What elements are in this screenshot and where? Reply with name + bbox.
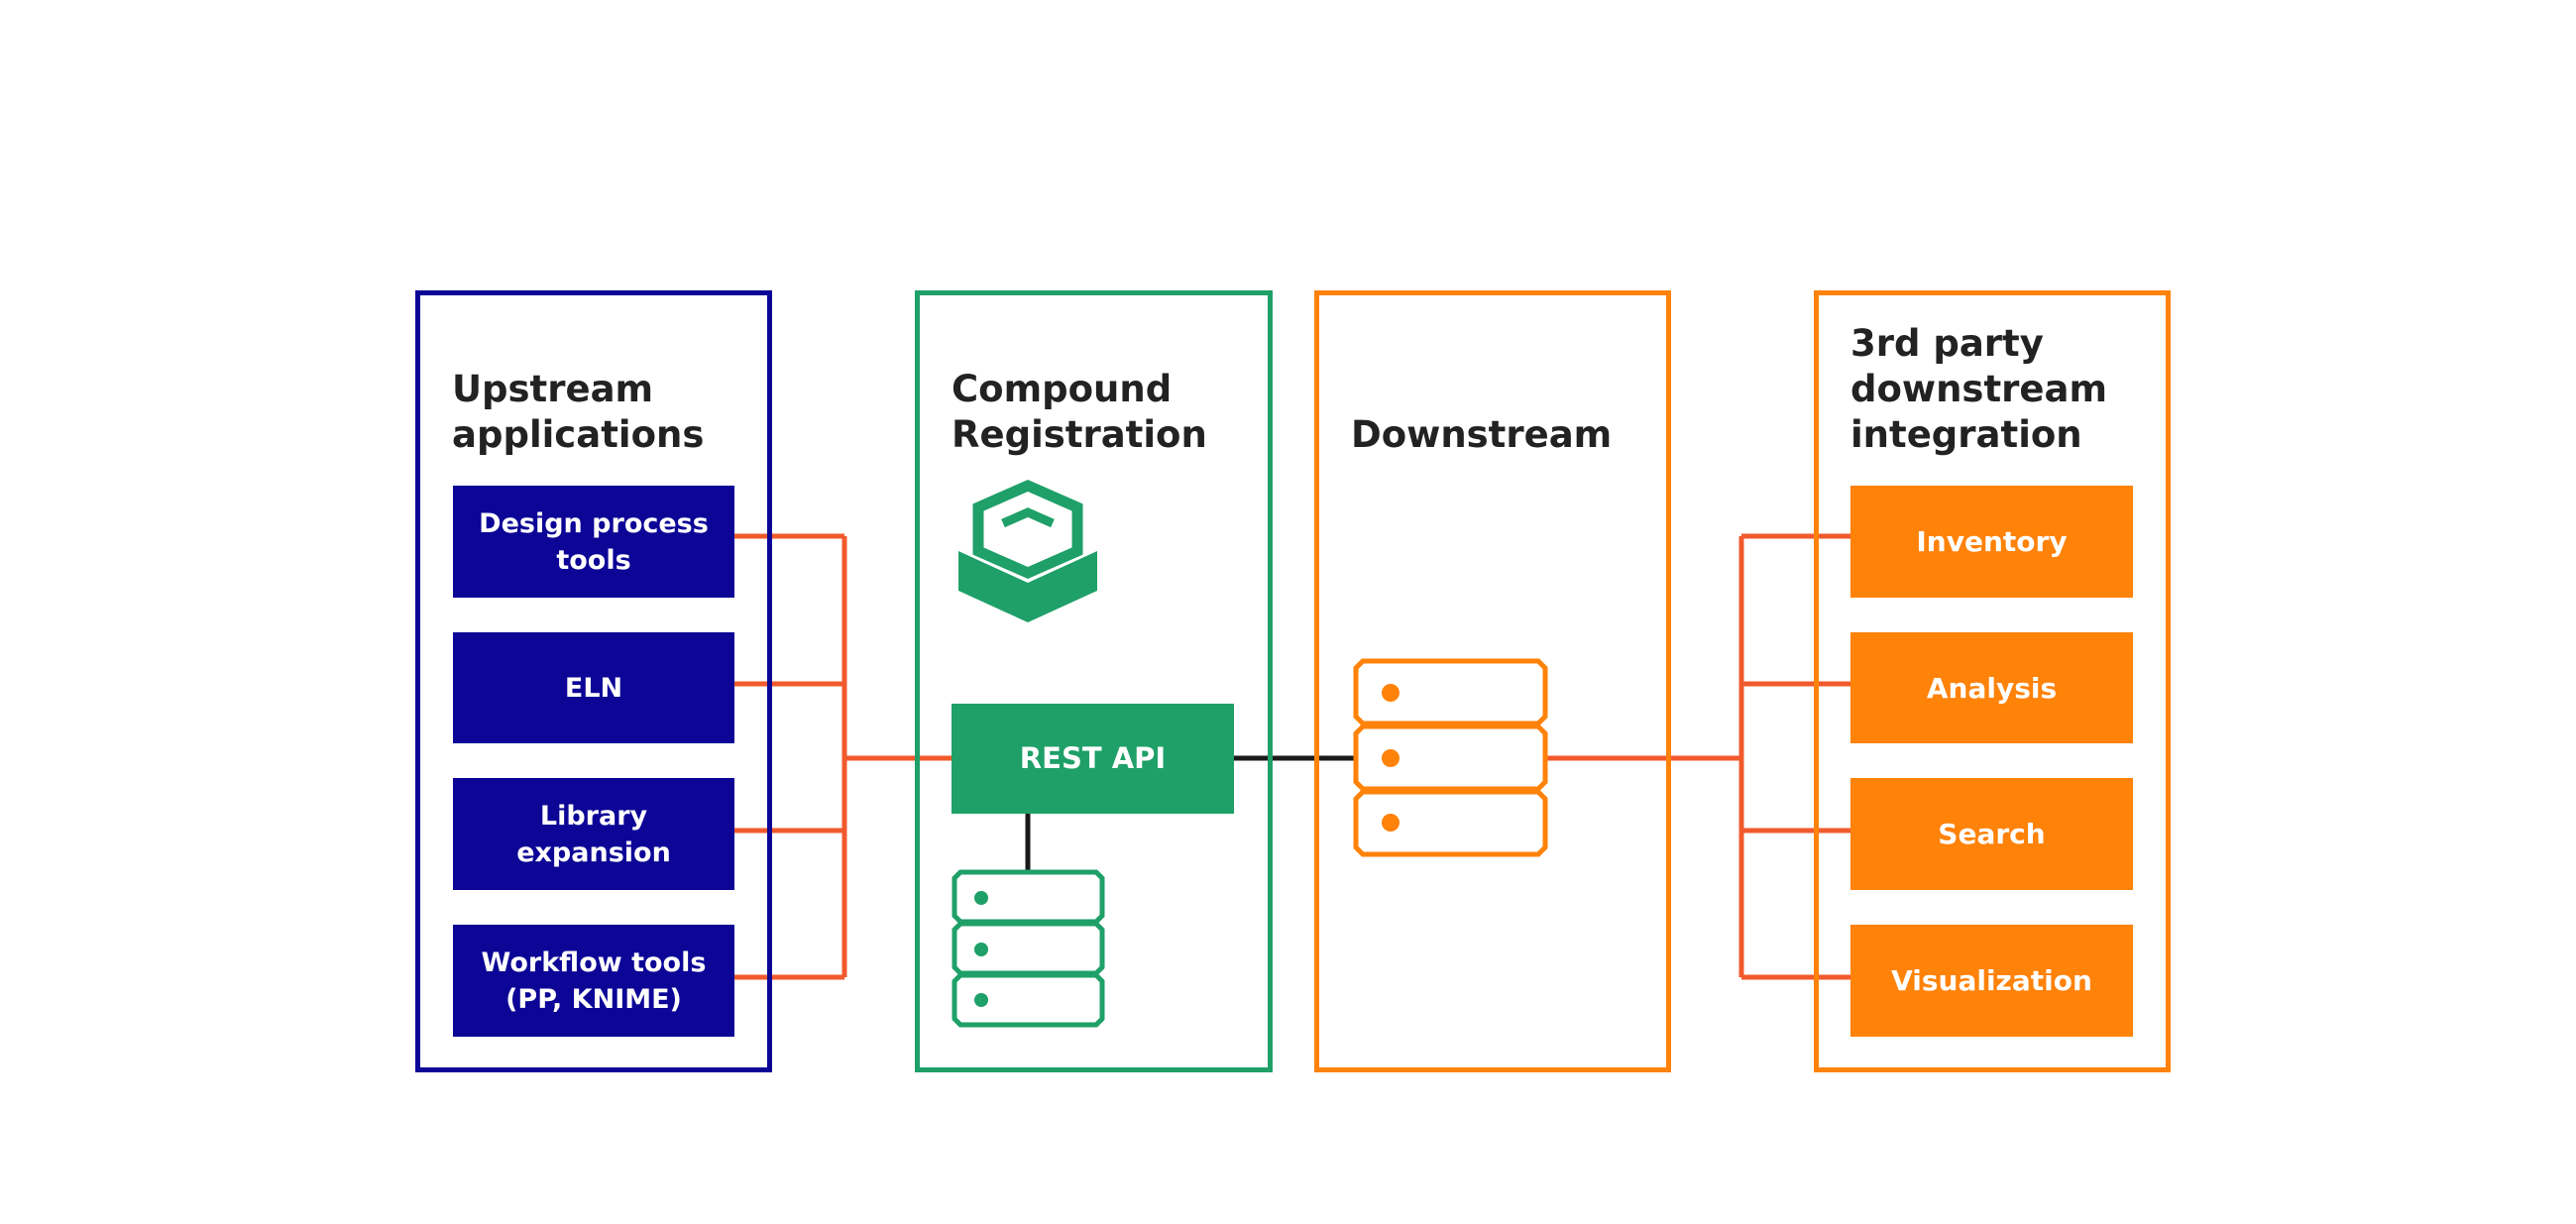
third-party-connector [1545,533,1850,980]
visualization-box[interactable]: Visualization [1850,925,2133,1037]
database-server-icon [1353,658,1548,857]
compound-registration-panel-title: Compound Registration [952,368,1207,456]
upstream-panel-title: Upstream applications [452,368,705,456]
design-process-tools-box[interactable]: Design process tools [453,486,734,598]
analysis-box[interactable]: Analysis [1850,632,2133,743]
compound-registration-panel: Compound Registration [915,290,1273,1072]
upstream-connector [734,533,952,980]
eln-box[interactable]: ELN [453,632,734,743]
upstream-panel: Upstream applications [415,290,772,1072]
database-server-icon [952,869,1105,1028]
third-party-panel: 3rd party downstream integration [1814,290,2171,1072]
search-box[interactable]: Search [1850,778,2133,890]
downstream-panel-title: Downstream [1351,413,1613,456]
inventory-box[interactable]: Inventory [1850,486,2133,598]
cube-logo-icon [958,479,1097,622]
third-party-panel-title: 3rd party downstream integration [1850,322,2107,456]
rest-api-box[interactable]: REST API [952,704,1234,814]
library-expansion-box[interactable]: Library expansion [453,778,734,890]
downstream-panel: Downstream [1314,290,1671,1072]
workflow-tools-box[interactable]: Workflow tools (PP, KNIME) [453,925,734,1037]
